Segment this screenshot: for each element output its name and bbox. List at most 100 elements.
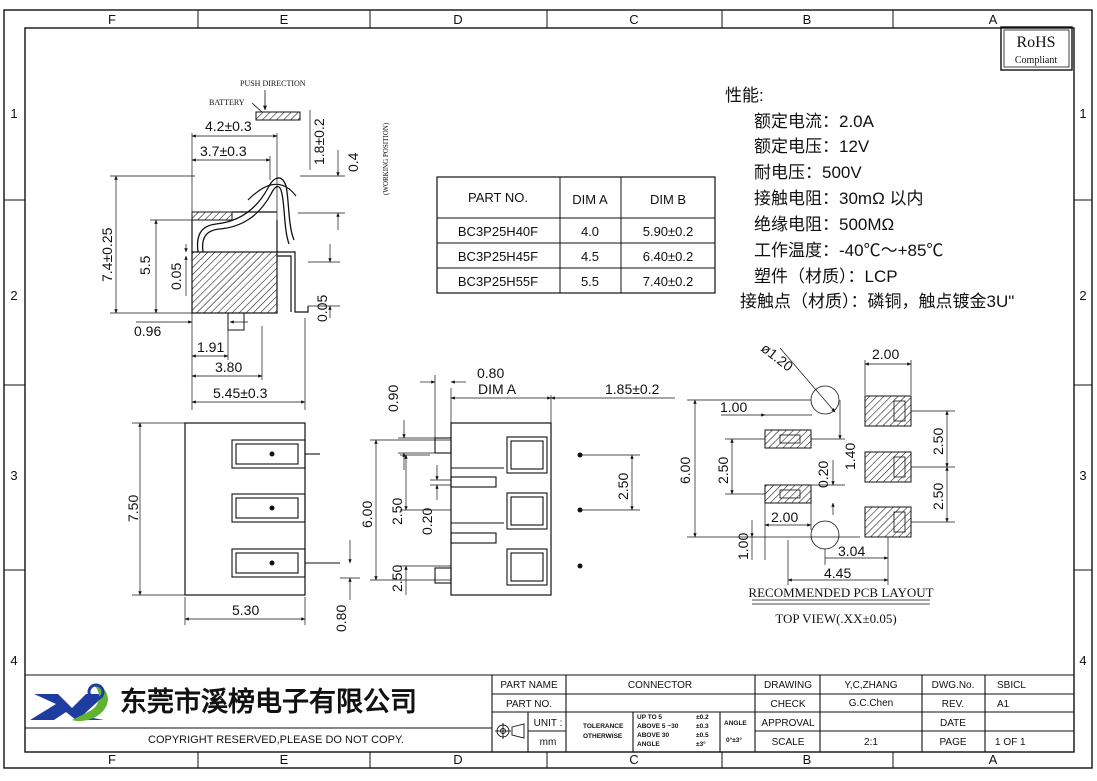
- dim-5-45: 5.45±0.3: [213, 385, 268, 401]
- row-label-left-1: 1: [10, 106, 17, 121]
- spec-operating-temp: 工作温度：-40℃～+85℃: [754, 241, 943, 260]
- dim-pcb-1-00-bottom: 1.00: [735, 533, 751, 560]
- spec-housing-material: 塑件（材质）：LCP: [754, 267, 898, 286]
- left-view: 7.50 5.30 0.80: [125, 422, 360, 632]
- dim-0-05-a: 0.05: [168, 263, 184, 290]
- dim-7-4: 7.4±0.25: [99, 227, 115, 282]
- dim-0-80-left: 0.80: [333, 605, 349, 632]
- dim-0-96: 0.96: [134, 323, 161, 339]
- angle-value: 0°±3°: [726, 736, 742, 744]
- dim-2-50-front-c: 2.50: [615, 473, 631, 500]
- col-label-top-5: B: [803, 12, 812, 27]
- tol-row-2-range: ABOVE 5 ~30: [637, 723, 679, 730]
- angle-label: ANGLE: [724, 720, 747, 727]
- copyright-notice: COPYRIGHT RESERVED,PLEASE DO NOT COPY.: [148, 734, 404, 746]
- col-label-top-6: A: [989, 12, 998, 27]
- dim-5-5: 5.5: [137, 255, 153, 275]
- unit-label: UNIT :: [534, 718, 563, 729]
- tolerance-label: TOLERANCE: [583, 723, 624, 730]
- dim-pcb-2-50-right-1: 2.50: [930, 428, 946, 455]
- dim-pcb-0-20: 0.20: [815, 461, 831, 488]
- dim-pcb-4-45: 4.45: [824, 565, 851, 581]
- drawing-value: Y,C,ZHANG: [844, 680, 897, 691]
- table-cell-r2-part: BC3P25H45F: [458, 249, 538, 264]
- row-label-right-2: 2: [1079, 288, 1086, 303]
- title-block: 东莞市溪榜电子有限公司 COPYRIGHT RESERVED,PLEASE DO…: [25, 674, 1074, 752]
- part-number-table: PART NO. DIM A DIM B BC3P25H40F 4.0 5.90…: [436, 176, 716, 294]
- front-view: 0.80 DIM A 1.85±0.2 0.90 6.00 2.50 0.20 …: [359, 365, 675, 596]
- dim-3-7: 3.7±0.3: [200, 143, 247, 159]
- specifications: 性能: 额定电流：2.0A 额定电压：12V 耐电压：500V 接触电阻：30m…: [725, 86, 1014, 311]
- spec-contact-resistance: 接触电阻：30mΩ 以内: [754, 189, 924, 208]
- dim-0-20-front: 0.20: [419, 508, 435, 535]
- col-label-bottom-1: F: [108, 752, 116, 767]
- table-cell-r2-b: 6.40±0.2: [643, 249, 694, 264]
- col-label-top-1: F: [108, 12, 116, 27]
- row-label-left-2: 2: [10, 288, 17, 303]
- row-label-right-4: 4: [1079, 653, 1086, 668]
- battery-shape: [255, 111, 301, 121]
- dim-a-label: DIM A: [478, 381, 517, 397]
- dim-3-80: 3.80: [215, 359, 242, 375]
- tol-row-4-value: ±3°: [696, 740, 706, 748]
- push-direction-label: PUSH DIRECTION: [240, 79, 306, 88]
- dim-0-05-b: 0.05: [314, 295, 330, 322]
- col-label-top-3: D: [453, 12, 462, 27]
- dim-pcb-2-00-top: 2.00: [872, 346, 899, 362]
- date-label: DATE: [940, 718, 966, 729]
- scale-value: 2:1: [864, 737, 878, 748]
- dim-pcb-diameter: ø1.20: [758, 340, 796, 375]
- spec-contact-material: 接触点（材质）：磷铜，触点镀金3U": [740, 292, 1014, 311]
- spec-rated-current: 额定电流：2.0A: [754, 112, 875, 131]
- dwg-no-label: DWG.No.: [932, 680, 975, 691]
- drawing-label: DRAWING: [764, 680, 812, 691]
- dim-pcb-1-00: 1.00: [720, 399, 747, 415]
- company-logo: [30, 683, 108, 722]
- dim-0-90: 0.90: [385, 385, 401, 412]
- part-no-label: PART NO.: [506, 699, 552, 710]
- pcb-layout-subtitle: TOP VIEW(.XX±0.05): [775, 611, 896, 626]
- tol-row-3-value: ±0.5: [696, 732, 709, 739]
- rohs-badge: RoHS Compliant: [1000, 26, 1073, 71]
- table-cell-r1-part: BC3P25H40F: [458, 224, 538, 239]
- dim-4-2: 4.2±0.3: [205, 118, 252, 134]
- table-cell-r3-part: BC3P25H55F: [458, 274, 538, 289]
- dim-1-8: 1.8±0.2: [311, 118, 327, 165]
- table-cell-r2-a: 4.5: [581, 249, 599, 264]
- dim-6-00-front: 6.00: [359, 501, 375, 528]
- col-label-top-4: C: [629, 12, 638, 27]
- side-view: BATTERY PUSH DIRECTION (WORKING POSITION…: [99, 79, 390, 410]
- spec-withstand-voltage: 耐电压：500V: [754, 163, 862, 182]
- dim-5-30: 5.30: [232, 602, 259, 618]
- tol-row-1-range: UP TO 5: [637, 714, 662, 721]
- dim-1-91: 1.91: [197, 339, 224, 355]
- tol-row-4-range: ANGLE: [637, 741, 660, 748]
- projection-symbol-icon: [495, 723, 525, 739]
- col-label-bottom-3: D: [453, 752, 462, 767]
- col-label-bottom-6: A: [989, 752, 998, 767]
- check-value: G.C.Chen: [849, 698, 893, 709]
- check-label: CHECK: [770, 699, 805, 710]
- row-label-right-1: 1: [1079, 106, 1086, 121]
- rohs-subtitle: Compliant: [1015, 55, 1057, 66]
- row-label-left-3: 3: [10, 468, 17, 483]
- tol-row-2-value: ±0.3: [696, 723, 709, 730]
- dim-pcb-2-50-right-2: 2.50: [930, 483, 946, 510]
- rev-label: REV.: [942, 699, 964, 710]
- tol-row-1-value: ±0.2: [696, 714, 709, 721]
- pcb-layout: ø1.20 2.00 1.00 6.00 2.50 1.40 0.20 2.50…: [677, 340, 955, 626]
- dwg-no-value: SBICL: [997, 680, 1026, 691]
- page-label: PAGE: [939, 737, 966, 748]
- table-cell-r1-a: 4.0: [581, 224, 599, 239]
- col-label-bottom-2: E: [280, 752, 289, 767]
- table-cell-r3-b: 7.40±0.2: [643, 274, 694, 289]
- unit-value: mm: [540, 737, 557, 748]
- specs-title: 性能:: [725, 86, 764, 105]
- dim-0-80-front: 0.80: [477, 365, 504, 381]
- rohs-title: RoHS: [1016, 34, 1055, 51]
- dim-pcb-6-00: 6.00: [677, 457, 693, 484]
- scale-label: SCALE: [772, 737, 805, 748]
- dim-1-85: 1.85±0.2: [605, 381, 660, 397]
- dim-2-50-front-b: 2.50: [389, 565, 405, 592]
